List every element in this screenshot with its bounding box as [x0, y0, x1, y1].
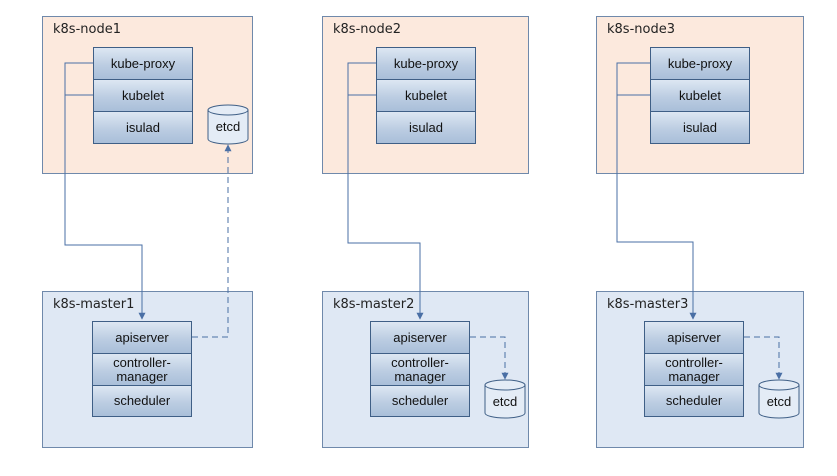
node-3-component-stack: kube-proxy kubelet isulad — [650, 47, 750, 144]
connector-node3-to-master3 — [616, 62, 697, 320]
kube-proxy-box: kube-proxy — [377, 48, 475, 80]
dashed-connector-master1-etcd — [192, 144, 232, 338]
etcd-label-master2: etcd — [492, 394, 518, 409]
node-title: k8s-node3 — [607, 22, 675, 37]
scheduler-box: scheduler — [371, 386, 469, 416]
node-2-component-stack: kube-proxy kubelet isulad — [376, 47, 476, 144]
kubelet-box: kubelet — [651, 80, 749, 112]
controller-manager-box: controller- manager — [371, 354, 469, 386]
connector-node1-to-master1 — [64, 62, 146, 320]
apiserver-box: apiserver — [645, 322, 743, 354]
etcd-label-master3: etcd — [766, 394, 792, 409]
connector-node2-to-master2 — [347, 62, 424, 320]
isulad-box: isulad — [94, 112, 192, 143]
scheduler-box: scheduler — [93, 386, 191, 416]
kubelet-box: kubelet — [377, 80, 475, 112]
master-title: k8s-master3 — [607, 297, 689, 312]
kubelet-box: kubelet — [94, 80, 192, 112]
etcd-database-icon-master3 — [758, 379, 800, 419]
master-3-component-stack: apiserver controller- manager scheduler — [644, 321, 744, 417]
scheduler-box: scheduler — [645, 386, 743, 416]
etcd-database-icon-node1 — [207, 104, 249, 145]
apiserver-box: apiserver — [371, 322, 469, 354]
kube-proxy-box: kube-proxy — [94, 48, 192, 80]
isulad-box: isulad — [651, 112, 749, 143]
apiserver-box: apiserver — [93, 322, 191, 354]
dashed-connector-master3-etcd — [744, 336, 783, 380]
node-1-component-stack: kube-proxy kubelet isulad — [93, 47, 193, 144]
controller-manager-box: controller- manager — [645, 354, 743, 386]
master-2-component-stack: apiserver controller- manager scheduler — [370, 321, 470, 417]
controller-manager-box: controller- manager — [93, 354, 191, 386]
node-title: k8s-node2 — [333, 22, 401, 37]
master-title: k8s-master2 — [333, 297, 415, 312]
etcd-label-node1: etcd — [215, 119, 241, 134]
master-1-component-stack: apiserver controller- manager scheduler — [92, 321, 192, 417]
isulad-box: isulad — [377, 112, 475, 143]
etcd-database-icon-master2 — [484, 379, 526, 419]
dashed-connector-master2-etcd — [470, 336, 509, 380]
kube-proxy-box: kube-proxy — [651, 48, 749, 80]
master-title: k8s-master1 — [53, 297, 135, 312]
node-title: k8s-node1 — [53, 22, 121, 37]
